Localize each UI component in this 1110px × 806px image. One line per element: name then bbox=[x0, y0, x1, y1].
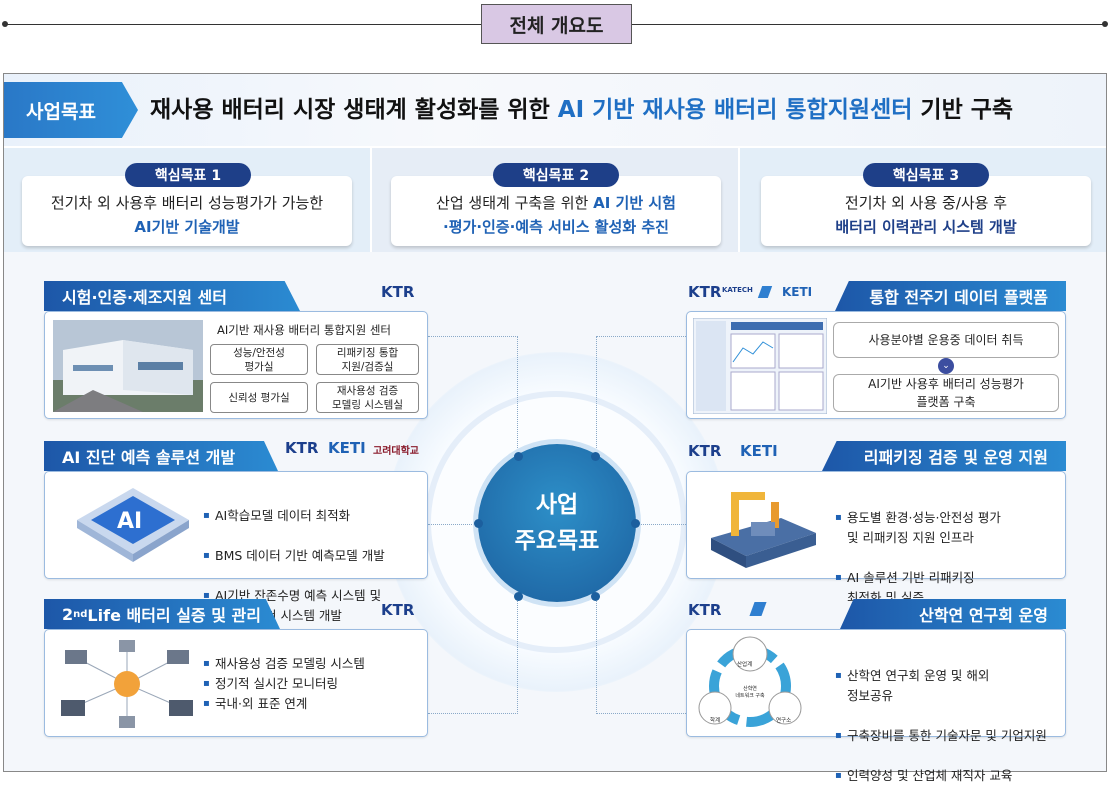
monitoring-network-icon bbox=[61, 640, 193, 728]
repackaging-robot-icon bbox=[711, 492, 816, 568]
connector-p3 bbox=[428, 598, 518, 714]
p6-bullet-1: 산학연 연구회 운영 및 해외 정보공유 bbox=[835, 666, 1047, 706]
p3-logo-ktr: KTR bbox=[381, 601, 415, 619]
connector-p6 bbox=[596, 598, 686, 714]
cycle-industry-label: 산업계 bbox=[737, 662, 753, 668]
industry-academia-cycle-icon bbox=[698, 636, 802, 727]
center-line1: 사업 bbox=[535, 492, 579, 518]
p4-logo-katech: KATECH bbox=[722, 286, 753, 294]
goal-band bbox=[4, 74, 1106, 146]
p1-header: 시험·인증·제조지원 센터 bbox=[44, 281, 300, 311]
connector-p4 bbox=[596, 336, 686, 456]
p5-panel: 용도별 환경·성능·안전성 평가 및 리패키징 지원 인프라 AI 솔루션 기반… bbox=[686, 471, 1066, 605]
page-title: 전체 개요도 bbox=[481, 4, 632, 44]
core-goal-1-line2: AI기반 기술개발 bbox=[134, 218, 240, 236]
p4-data-acquisition-box: 사용분야별 운용중 데이터 취득 bbox=[833, 322, 1059, 358]
p2-logo-korea-univ: 고려대학교 bbox=[373, 446, 419, 457]
platform-screen-image bbox=[693, 318, 827, 414]
core-goal-2-line2: ·평가·인증·예측 서비스 활성화 추진 bbox=[443, 218, 669, 236]
cycle-network-label: 산학연 네트워크 구축 bbox=[735, 686, 765, 699]
core-goal-3-line2: 배터리 이력관리 시스템 개발 bbox=[835, 218, 1017, 236]
p2-panel: AI AI학습모델 데이터 최적화 BMS 데이터 기반 예측모델 개발 AI기… bbox=[44, 471, 428, 623]
core-goal-3-line1: 전기차 외 사용 중/사용 후 bbox=[844, 194, 1008, 212]
p5-logo-keti: KETI bbox=[740, 442, 778, 460]
p5-bullet-1: 용도별 환경·성능·안전성 평가 및 리패키징 지원 인프라 bbox=[835, 508, 1001, 548]
p1-box-repackaging: 리패키징 통합 지원/검증실 bbox=[316, 344, 419, 375]
p1-box-modeling: 재사용성 검증 모델링 시스템실 bbox=[316, 382, 419, 413]
p3-bullet-2: 정기적 실시간 모니터링 bbox=[203, 674, 365, 694]
p1-subtitle: AI기반 재사용 배터리 통합지원 센터 bbox=[217, 323, 391, 337]
center-dot-r bbox=[631, 519, 640, 528]
p3-bullet-3: 국내·외 표준 연계 bbox=[203, 694, 365, 714]
p1-logo-ktr: KTR bbox=[381, 283, 415, 301]
center-dot-bl bbox=[514, 592, 523, 601]
goal-text: 재사용 배터리 시장 생태계 활성화를 위한 AI 기반 재사용 배터리 통합지… bbox=[150, 97, 1014, 123]
p1-box-reliability: 신뢰성 평가실 bbox=[210, 382, 308, 413]
p5-header: 리패키징 검증 및 운영 지원 bbox=[822, 441, 1066, 471]
p4-logo-ktr: KTR bbox=[688, 283, 722, 301]
p4-logo-keti: KETI bbox=[782, 285, 813, 299]
core-goal-1-line1: 전기차 외 사용후 배터리 성능평가가 가능한 bbox=[50, 194, 324, 212]
p6-panel: 산업계 산학연 네트워크 구축 학계 연구소 산학연 연구회 운영 및 해외 정… bbox=[686, 629, 1066, 786]
center-dot-tl bbox=[514, 452, 523, 461]
center-dot-br bbox=[591, 592, 600, 601]
p2-logo-keti: KETI bbox=[328, 439, 366, 457]
cycle-institute-label: 연구소 bbox=[776, 718, 792, 724]
connector-p1 bbox=[428, 336, 518, 456]
connector-p5 bbox=[636, 524, 686, 525]
chevron-down-icon: ⌄ bbox=[938, 358, 954, 374]
p3-bullets: 재사용성 검증 모델링 시스템 정기적 실시간 모니터링 국내·외 표준 연계 bbox=[203, 654, 365, 714]
core-goal-3-tag: 핵심목표 3 bbox=[863, 163, 989, 187]
center-line2: 주요목표 bbox=[514, 528, 600, 554]
p3-panel: 재사용성 검증 모델링 시스템 정기적 실시간 모니터링 국내·외 표준 연계 bbox=[44, 629, 428, 737]
core-goal-3-box: 전기차 외 사용 중/사용 후 배터리 이력관리 시스템 개발 bbox=[761, 176, 1091, 246]
rule-dot-left bbox=[2, 21, 8, 27]
p6-bullet-3: 인력양성 및 산업체 재직자 교육 bbox=[835, 766, 1047, 786]
test-center-building-image bbox=[53, 320, 203, 412]
core-goal-2-line1: 산업 생태계 구축을 위한 AI 기반 시험 bbox=[436, 194, 676, 212]
p6-bullets: 산학연 연구회 운영 및 해외 정보공유 구축장비를 통한 기술자문 및 기업지… bbox=[835, 646, 1047, 806]
svg-text:AI: AI bbox=[117, 509, 142, 534]
p2-logo-ktr: KTR bbox=[285, 439, 319, 457]
connector-p2 bbox=[428, 524, 488, 525]
ai-chip-icon: AI bbox=[77, 488, 189, 562]
p4-panel: 사용분야별 운용중 데이터 취득 ⌄ AI기반 사용후 배터리 성능평가 플랫폼… bbox=[686, 311, 1066, 419]
p2-header: AI 진단 예측 솔루션 개발 bbox=[44, 441, 278, 471]
p2-bullet-1: AI학습모델 데이터 최적화 bbox=[203, 506, 385, 526]
core-goal-1-box: 전기차 외 사용후 배터리 성능평가가 가능한 AI기반 기술개발 bbox=[22, 176, 352, 246]
core-goal-2-tag: 핵심목표 2 bbox=[493, 163, 619, 187]
p1-box-performance: 성능/안전성 평가실 bbox=[210, 344, 308, 375]
center-dot-l bbox=[474, 519, 483, 528]
core-goal-1-tag: 핵심목표 1 bbox=[125, 163, 251, 187]
p6-header: 산학연 연구회 운영 bbox=[840, 599, 1066, 629]
p5-logo-ktr: KTR bbox=[688, 442, 722, 460]
p1-panel: AI기반 재사용 배터리 통합지원 센터 성능/안전성 평가실 리패키징 통합 … bbox=[44, 311, 428, 419]
p6-logo-ktr: KTR bbox=[688, 601, 722, 619]
center-dot-tr bbox=[591, 452, 600, 461]
p4-header: 통합 전주기 데이터 플랫폼 bbox=[835, 281, 1066, 311]
p2-bullet-2: BMS 데이터 기반 예측모델 개발 bbox=[203, 546, 385, 566]
goal-tag: 사업목표 bbox=[4, 82, 138, 138]
rule-dot-right bbox=[1102, 21, 1108, 27]
p4-evaluation-platform-box: AI기반 사용후 배터리 성능평가 플랫폼 구축 bbox=[833, 374, 1059, 412]
cycle-academia-label: 학계 bbox=[710, 718, 721, 724]
p3-bullet-1: 재사용성 검증 모델링 시스템 bbox=[203, 654, 365, 674]
center-goal: 사업 주요목표 bbox=[478, 444, 636, 602]
core-goal-2-box: 산업 생태계 구축을 위한 AI 기반 시험 ·평가·인증·예측 서비스 활성화… bbox=[391, 176, 721, 246]
p6-bullet-2: 구축장비를 통한 기술자문 및 기업지원 bbox=[835, 726, 1047, 746]
